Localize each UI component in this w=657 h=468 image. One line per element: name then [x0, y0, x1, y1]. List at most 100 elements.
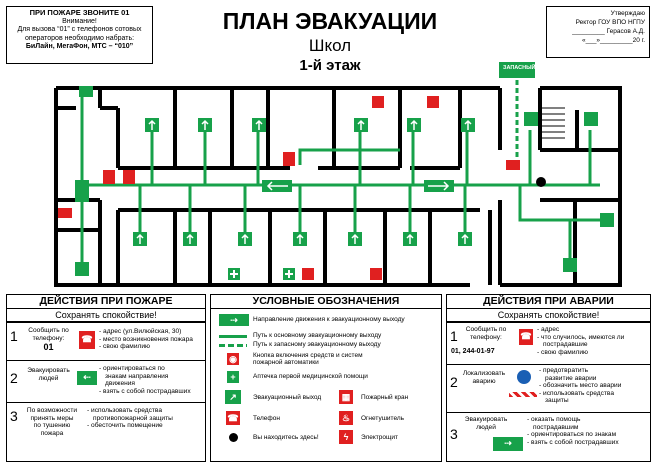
fire-call-line: Внимание! — [62, 17, 97, 25]
reserve-exit-sign: ЗАПАСНЫЙ ВЫХОД — [503, 63, 558, 71]
warning-tape-icon — [509, 392, 537, 397]
step-detail: - взять с собой пострадавших — [527, 438, 619, 446]
fire-call-line: Для вызова “01” с телефонов сотовых — [17, 26, 142, 33]
page-subtitle: Школ — [308, 36, 352, 55]
accident-step-2: 2 Локализовать аварию - предотвратить ра… — [447, 364, 650, 412]
step-detail: - свою фамилию — [537, 348, 588, 356]
step-detail: противопожарной защиты — [93, 414, 173, 422]
step-label: принять меры — [30, 414, 74, 422]
step-detail: - место возникновения пожара — [99, 335, 193, 343]
step-number: 1 — [10, 328, 18, 344]
step-label: телефону: — [470, 333, 502, 341]
step-label: аварию — [472, 377, 496, 385]
first-aid-icon: + — [227, 371, 239, 383]
fire-actions-subheading: Сохранять спокойствие! — [7, 309, 205, 322]
step-label: пожара — [40, 429, 64, 437]
approval-line: «___»_________20 г. — [581, 37, 645, 44]
reserve-route-line — [219, 344, 247, 347]
fire-equipment — [58, 96, 520, 280]
step-label: по тушению — [33, 422, 71, 430]
phone-icon: ☎ — [79, 331, 95, 349]
exit-icon: ↗ — [225, 390, 241, 404]
floor-label: 1-й этаж — [299, 57, 361, 74]
step-label: людей — [38, 374, 59, 382]
accident-step-1: 1 Сообщить по телефону: 01, 244-01-97 ☎ … — [447, 322, 650, 364]
you-are-here-icon — [229, 433, 238, 442]
step-label: Эвакуировать — [27, 367, 70, 374]
legend-label: Пожарный кран — [361, 394, 409, 401]
fire-step-3: 3 По возможности принять меры по тушению… — [7, 402, 205, 461]
floor-plan: ЗАПАСНЫЙ ВЫХОД — [54, 62, 622, 287]
electric-panel-icon: ϟ — [339, 430, 353, 444]
extinguisher-icon: ♨ — [339, 411, 353, 425]
legend-heading: УСЛОВНЫЕ ОБОЗНАЧЕНИЯ — [211, 295, 441, 309]
accident-actions-subheading: Сохранять спокойствие! — [447, 309, 650, 322]
legend-label: Путь к основному эвакуационному выходу — [253, 332, 382, 339]
step-label: По возможности — [26, 407, 78, 414]
step-detail: - обозначить место аварии — [539, 382, 622, 390]
step-detail: - обесточить помещение — [87, 422, 163, 430]
info-icon — [517, 370, 531, 384]
fire-actions-heading: ДЕЙСТВИЯ ПРИ ПОЖАРЕ — [7, 295, 205, 309]
legend-panel: УСЛОВНЫЕ ОБОЗНАЧЕНИЯ ⇢ Направление движе… — [210, 294, 442, 462]
fire-step-2: 2 Эвакуировать людей ⇠ - ориентироваться… — [7, 360, 205, 402]
legend-label: Аптечка первой медицинской помощи — [253, 373, 368, 380]
legend-label: Электрощит — [361, 434, 398, 441]
step-number: 3 — [450, 426, 458, 442]
step-detail: защиты — [545, 397, 569, 405]
page-title: ПЛАН ЭВАКУАЦИИ — [222, 8, 438, 34]
step-number: 3 — [10, 408, 18, 424]
step-detail: - использовать средства — [539, 389, 614, 397]
step-detail: - адрес — [537, 326, 560, 333]
step-detail: - оказать помощь — [527, 416, 581, 423]
legend-label: Путь к запасному эвакуационному выходу — [253, 341, 381, 348]
fire-call-heading: ПРИ ПОЖАРЕ ЗВОНИТЕ 01 — [29, 8, 130, 17]
legend-label: Огнетушитель — [361, 415, 405, 422]
stairs — [540, 107, 565, 139]
fire-hydrant-icon: ▦ — [339, 390, 353, 404]
accident-phone-number: 01, 244-01-97 — [451, 348, 495, 355]
step-detail: пострадавшим — [533, 423, 579, 431]
step-number: 1 — [450, 328, 458, 344]
legend-label: Эвакуационный выход — [253, 394, 322, 401]
step-label: Эвакуировать — [464, 416, 508, 423]
main-route-line — [219, 335, 247, 338]
evacuation-arrow-icon: ⇠ — [77, 371, 97, 385]
step-label: Сообщить по — [465, 326, 507, 333]
fire-call-line: операторов необходимо набрать: — [24, 34, 135, 42]
direction-arrow-icon: ⇢ — [219, 314, 249, 326]
phone-icon: ☎ — [519, 329, 533, 345]
step-number: 2 — [10, 370, 18, 386]
step-detail: - использовать средства — [87, 407, 162, 414]
phone-icon: ☎ — [226, 411, 240, 425]
step-label: Сообщить по — [28, 327, 69, 334]
fire-call-box: ПРИ ПОЖАРЕ ЗВОНИТЕ 01 Внимание! Для вызо… — [6, 6, 153, 64]
step-detail: - взять с собой пострадавших — [99, 387, 191, 395]
step-label: телефону: — [32, 334, 65, 342]
step-detail: - ориентироваться по знакам — [527, 431, 617, 439]
legend-label: Направление движения к эвакуационному вы… — [253, 316, 405, 323]
step-detail: движения — [105, 380, 136, 388]
legend-label: Телефон — [253, 415, 280, 422]
fire-phone-number: 01 — [43, 342, 54, 353]
exit-sign-text: ЗАПАСНЫЙ ВЫХОД — [503, 63, 558, 71]
you-are-here-marker — [536, 177, 546, 187]
accident-actions-panel: ДЕЙСТВИЯ ПРИ АВАРИИ Сохранять спокойстви… — [446, 294, 651, 462]
accident-step-3: 3 Эвакуировать людей ⇢ - оказать помощь … — [447, 412, 650, 461]
legend-label: пожарной автоматики — [253, 359, 319, 366]
step-detail: - адрес (ул.Вилюйская, 30) — [99, 328, 182, 335]
step-detail: - предотвратить — [539, 367, 589, 374]
fire-step-1: 1 Сообщить по телефону: 01 ☎ - адрес (ул… — [7, 322, 205, 360]
step-number: 2 — [450, 374, 458, 390]
alarm-button-icon: ◉ — [227, 353, 239, 365]
step-detail: знакам направления — [105, 372, 169, 380]
fire-call-line: БиЛайн, МегаФон, МТС – “010” — [25, 43, 134, 50]
approval-line: Ректор ГОУ ВПО НГПУ — [575, 19, 645, 26]
first-aid-crosses — [230, 270, 293, 278]
legend-label: Кнопка включения средств и систем — [253, 352, 363, 359]
approval-box: Утверждаю Ректор ГОУ ВПО НГПУ _________ … — [546, 6, 650, 58]
evacuation-arrow-icon: ⇢ — [493, 437, 523, 451]
step-label: Локализовать — [462, 370, 506, 377]
step-detail: - свою фамилию — [99, 343, 150, 351]
step-detail: - что случилось, имеются ли — [537, 333, 625, 341]
